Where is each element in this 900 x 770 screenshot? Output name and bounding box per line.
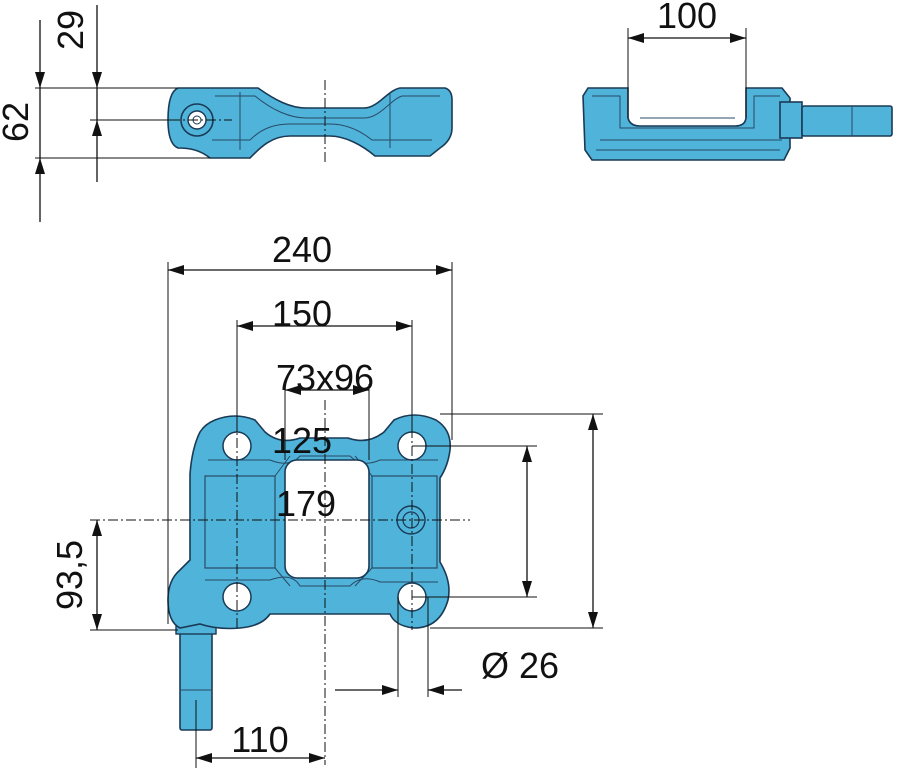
- dim-29-arrow-top: [92, 72, 102, 88]
- dim-62-arrow-top: [35, 72, 45, 88]
- dim-93-5-label: 93,5: [49, 540, 90, 610]
- dim-100-label: 100: [657, 0, 717, 36]
- plan-view: 240 150 73x96 125 179 93,5: [49, 229, 603, 768]
- dim-150-arrow-right: [396, 321, 412, 331]
- dim-240-label: 240: [272, 229, 332, 270]
- dim-100-arrow-left: [628, 33, 644, 43]
- dim-179-arrow-bottom: [588, 612, 598, 628]
- dim-240-arrow-right: [436, 265, 452, 275]
- dim-26-label: Ø 26: [481, 645, 559, 686]
- side-view: 62 29: [0, 5, 453, 222]
- dim-73x96-arrow-left: [285, 385, 301, 395]
- dim-100-arrow-right: [730, 33, 746, 43]
- dim-73x96-label: 73x96: [276, 357, 374, 398]
- plan-view-left-panel: [204, 475, 276, 569]
- dim-150-arrow-left: [237, 321, 253, 331]
- end-view-collar: [779, 101, 803, 139]
- dim-179-arrow-top: [588, 414, 598, 430]
- dim-62-arrow-bottom: [35, 158, 45, 174]
- dim-125-arrow-top: [522, 446, 532, 462]
- end-view: 100: [582, 0, 893, 161]
- dim-93-5-arrow-bottom: [92, 614, 102, 630]
- plan-view-window: [284, 459, 370, 579]
- dim-240-arrow-left: [168, 265, 184, 275]
- dim-62-label: 62: [0, 102, 36, 142]
- end-view-pin: [801, 105, 893, 137]
- dim-150-label: 150: [272, 293, 332, 334]
- dim-125-label: 125: [272, 420, 332, 461]
- dim-26-arrow-right: [428, 685, 444, 695]
- dim-26-arrow-left: [382, 685, 398, 695]
- dim-29-arrow-bottom: [92, 120, 102, 136]
- dim-29-label: 29: [50, 10, 91, 50]
- end-view-body: [582, 87, 791, 161]
- dim-93-5-arrow-top: [92, 520, 102, 536]
- dim-110-arrow-left: [196, 753, 212, 763]
- end-view-detail: [592, 95, 782, 151]
- dim-110-label: 110: [231, 719, 288, 760]
- dim-179-label: 179: [276, 483, 336, 524]
- side-view-edge-detail: [212, 92, 440, 150]
- dim-110-arrow-right: [309, 753, 325, 763]
- dim-125-arrow-bottom: [522, 581, 532, 597]
- dim-73x96-arrow-right: [353, 385, 369, 395]
